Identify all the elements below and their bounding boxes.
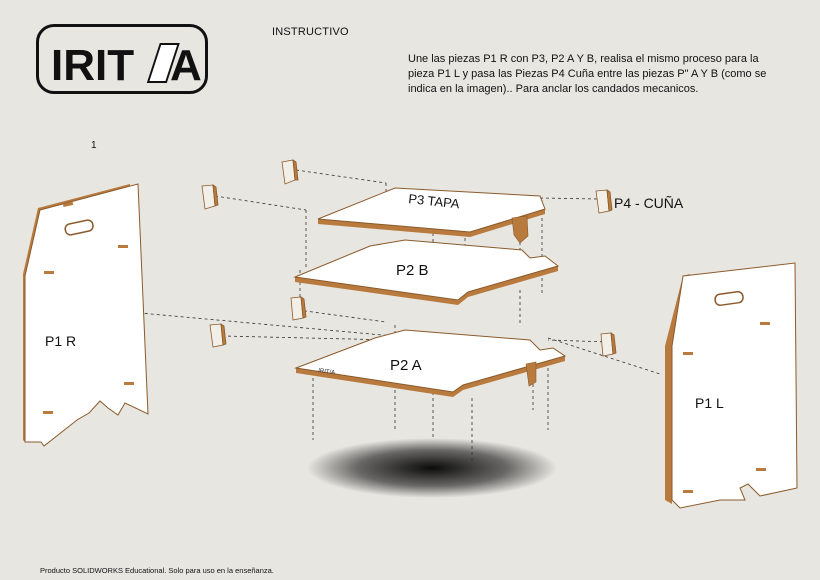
wedge-2 [201, 184, 219, 210]
label-p1r: P1 R [45, 333, 76, 349]
wedge-5 [209, 323, 227, 348]
floor-shadow [307, 438, 557, 498]
label-p2b: P2 B [396, 262, 429, 279]
wedge-4 [290, 296, 307, 321]
label-p1l: P1 L [695, 395, 724, 411]
panel-p1l [665, 262, 798, 509]
logo-slash-mark [146, 43, 180, 83]
label-p4: P4 - CUÑA [614, 195, 684, 211]
wedge-3 [595, 189, 613, 214]
logo-wordmark: IRIT A [51, 41, 202, 90]
wedges-p4 [201, 159, 617, 357]
wedge-1 [281, 159, 299, 185]
logo-text-left: IRIT [51, 41, 134, 90]
board-p3-tapa [317, 187, 546, 244]
brand-logo: IRIT A [36, 24, 208, 94]
board-p2b [293, 239, 560, 305]
wedge-6 [600, 332, 617, 357]
board-p2a: IRIT/A [294, 329, 567, 397]
footer-note: Producto SOLIDWORKS Educational. Solo pa… [40, 566, 274, 575]
label-p2a: P2 A [390, 357, 422, 374]
instructions-text: Une las piezas P1 R con P3, P2 A Y B, re… [408, 53, 767, 95]
page-title: INSTRUCTIVO [272, 26, 349, 38]
board-engraving-text: IRIT/A [318, 368, 336, 376]
label-p3: P3 TAPA [408, 191, 461, 211]
logo-text-right: A [170, 41, 202, 90]
panel-p1r [23, 183, 149, 447]
step-number: 1 [91, 140, 97, 151]
